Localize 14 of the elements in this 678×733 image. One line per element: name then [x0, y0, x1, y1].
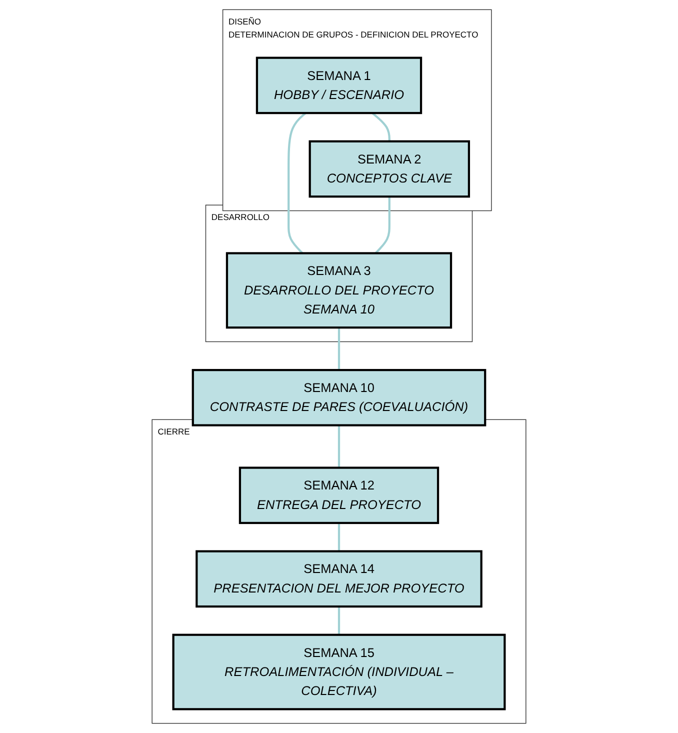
connector	[338, 522, 340, 552]
connector	[288, 112, 306, 254]
node-box: SEMANA 1 HOBBY / ESCENARIO	[256, 56, 422, 114]
connector	[374, 196, 390, 254]
node-box: SEMANA 14 PRESENTACION DEL MEJOR PROYECTO	[196, 550, 482, 608]
node-box: SEMANA 12 ENTREGA DEL PROYECTO	[238, 466, 440, 524]
connector	[372, 112, 390, 142]
node-box: SEMANA 15 RETROALIMENTACIÓN (INDIVIDUAL –COLECTIVA)	[172, 634, 506, 710]
node-box: SEMANA 2 CONCEPTOS CLAVE	[308, 140, 470, 198]
connector	[338, 328, 340, 370]
node-box: SEMANA 3 DESARROLLO DEL PROYECTO SEMANA 10	[226, 252, 452, 329]
connector	[338, 606, 340, 635]
connector	[338, 425, 340, 468]
node-box: SEMANA 10 CONTRASTE DE PARES (COEVALUACIÓN)	[192, 368, 486, 426]
